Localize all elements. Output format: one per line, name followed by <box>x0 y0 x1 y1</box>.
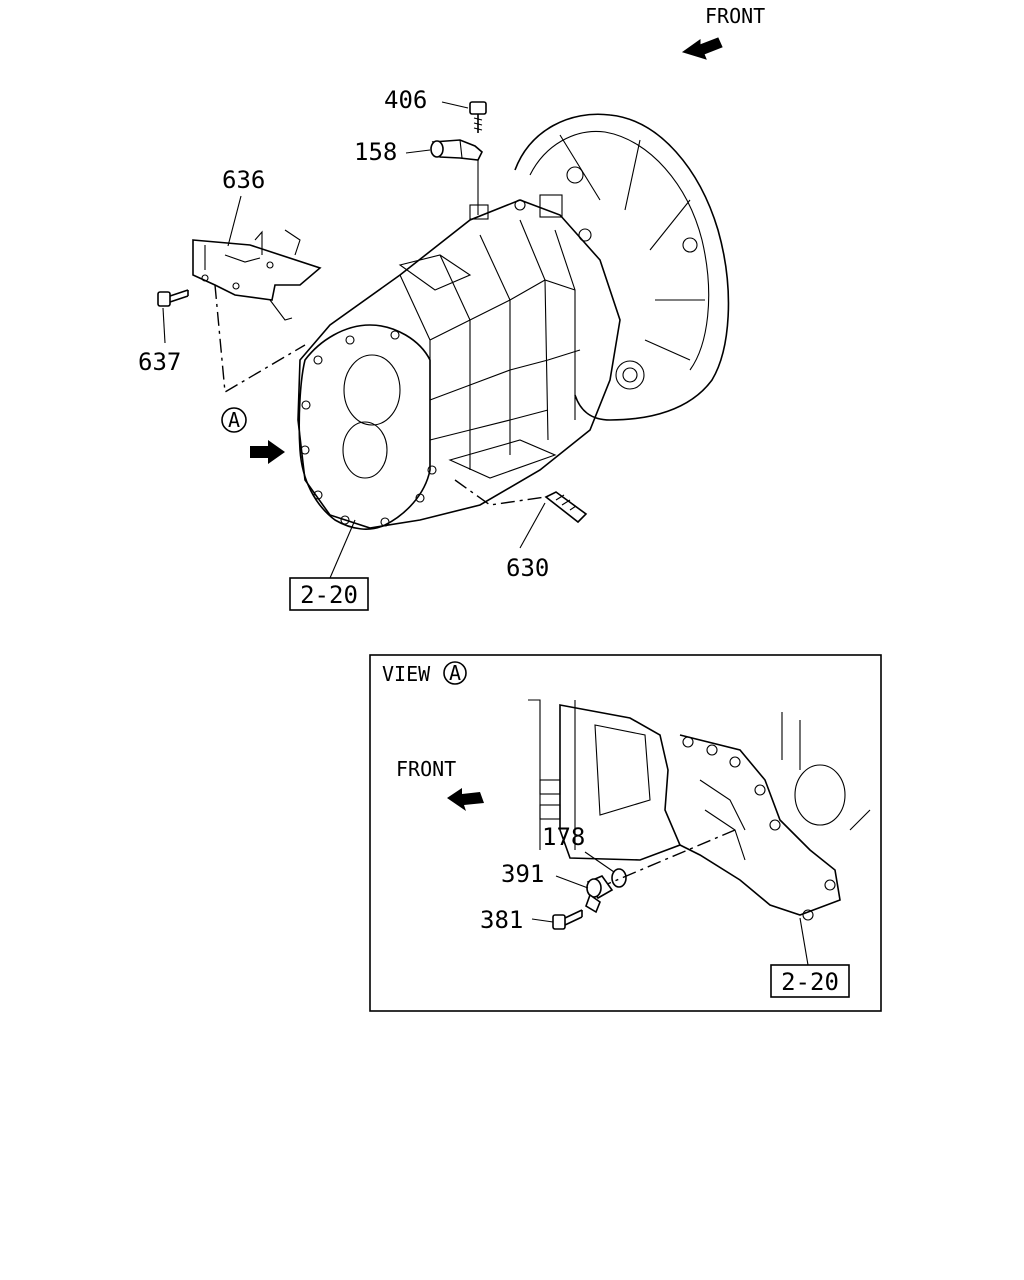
view-a-circle-top <box>221 407 247 433</box>
transmission-case <box>297 113 730 530</box>
inset-case <box>528 699 871 921</box>
inset-title: VIEW <box>382 662 431 686</box>
part-391-sensor <box>585 875 614 914</box>
front-label-inset: FRONT <box>396 757 456 781</box>
part-406-bolt <box>469 101 487 133</box>
part-178-oring <box>611 868 627 888</box>
front-arrow-top-icon <box>681 37 723 60</box>
ref-box-inset <box>770 964 850 998</box>
callout-381: 381 <box>480 906 523 934</box>
view-a-circle-inset <box>443 661 467 685</box>
view-direction-arrow-icon <box>250 440 285 464</box>
callout-406: 406 <box>384 86 427 114</box>
top-view: FRONT <box>138 4 765 611</box>
callout-630: 630 <box>506 554 549 582</box>
part-636-bracket <box>192 229 322 321</box>
ref-box-top-label: 2-20 <box>300 581 358 609</box>
callout-178: 178 <box>542 823 585 851</box>
ref-box-inset-label: 2-20 <box>781 968 839 996</box>
inset-frame <box>369 654 882 1012</box>
callout-158: 158 <box>354 138 397 166</box>
view-a-marker-inset: A <box>449 661 461 685</box>
callout-391: 391 <box>501 860 544 888</box>
part-381-bolt <box>552 909 583 930</box>
front-label-top: FRONT <box>705 4 765 28</box>
inset-view-a: VIEW A FRONT 178 <box>369 654 882 1012</box>
view-a-marker-top: A <box>228 408 240 432</box>
front-arrow-inset-icon <box>447 788 484 811</box>
part-630-switch <box>544 491 588 524</box>
callout-637: 637 <box>138 348 181 376</box>
ref-box-top <box>289 577 369 611</box>
part-637-bolt <box>157 289 189 307</box>
callout-636: 636 <box>222 166 265 194</box>
part-158-clip <box>430 139 483 161</box>
